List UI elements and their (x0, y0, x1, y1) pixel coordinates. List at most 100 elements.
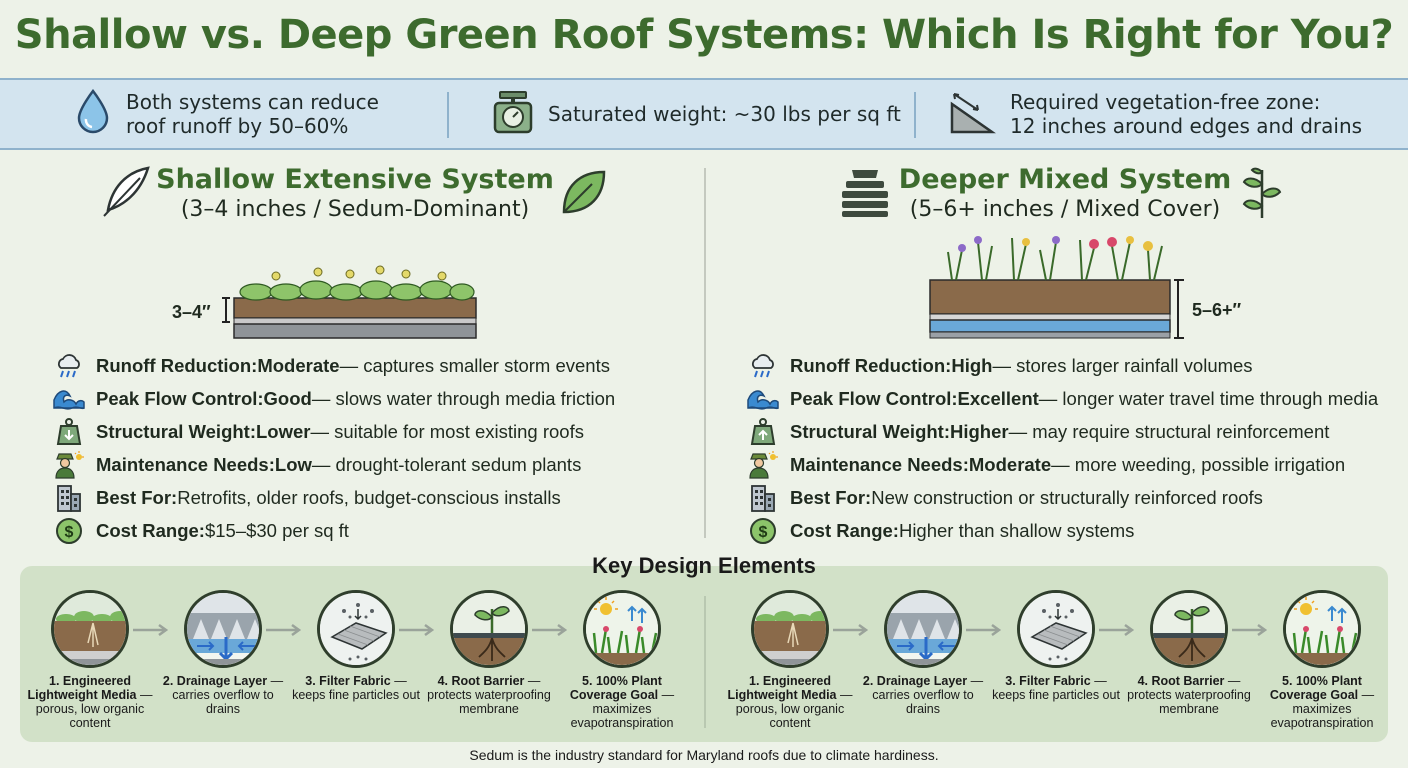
feature-description: — longer water travel time through media (1038, 388, 1379, 409)
feature-label: Maintenance Needs: (96, 454, 275, 475)
deep-subtitle: (5–6+ inches / Mixed Cover) (909, 197, 1221, 222)
design-step-head: 1. Engineered Lightweight Media (727, 674, 837, 702)
banner-runoff-line2: roof runoff by 50–60% (126, 114, 349, 138)
feature-value: Lower (256, 421, 311, 442)
design-step-body: — carries overflow to drains (872, 674, 984, 716)
banner-item-weight: Saturated weight: ~30 lbs per sq ft (492, 80, 901, 148)
arrow-right-icon (532, 623, 568, 637)
design-step: 2. Drainage Layer — carries overflow to … (858, 590, 988, 716)
design-step-body: — protects waterproofing membrane (1127, 674, 1251, 716)
drainage-layer-icon (884, 590, 962, 668)
deep-cross-section (929, 236, 1184, 339)
water-drop-icon (76, 88, 116, 140)
design-step: 2. Drainage Layer — carries overflow to … (158, 590, 288, 716)
footnote: Sedum is the industry standard for Maryl… (469, 747, 939, 763)
feature-label: Peak Flow Control: (96, 388, 264, 409)
feature-row: Runoff Reduction: Moderate — captures sm… (52, 351, 610, 381)
stacked-layers-icon (838, 166, 892, 223)
design-step-head: 3. Filter Fabric (305, 674, 391, 688)
feature-row: $ Cost Range: Higher than shallow systems (746, 516, 1134, 546)
feature-description: — stores larger rainfall volumes (992, 355, 1253, 376)
dollar-icon: $ (746, 516, 780, 546)
design-step: 1. Engineered Lightweight Media — porous… (725, 590, 855, 730)
arrow-right-icon (399, 623, 435, 637)
arrow-right-icon (833, 623, 869, 637)
design-step-head: 4. Root Barrier (1137, 674, 1225, 688)
feature-label: Peak Flow Control: (790, 388, 958, 409)
design-step: 3. Filter Fabric — keeps fine particles … (991, 590, 1121, 702)
design-step-head: 1. Engineered Lightweight Media (27, 674, 137, 702)
design-step-body: — maximizes evapotranspiration (1270, 688, 1375, 730)
feature-row: Maintenance Needs: Moderate — more weedi… (746, 450, 1345, 480)
shallow-cross-section (222, 265, 477, 339)
design-step: 4. Root Barrier — protects waterproofing… (424, 590, 554, 716)
feature-value: Low (274, 454, 312, 475)
feature-label: Structural Weight: (790, 421, 950, 442)
banner-divider (914, 92, 916, 138)
design-step: 5. 100% Plant Coverage Goal — maximizes … (1257, 590, 1387, 730)
banner-item-vegetation-free: Required vegetation-free zone:12 inches … (948, 80, 1362, 148)
feature-label: Best For: (790, 487, 872, 508)
design-step-body: — keeps fine particles out (292, 674, 420, 702)
feature-label: Cost Range: (96, 520, 205, 541)
design-step-body: — maximizes evapotranspiration (570, 688, 675, 730)
feature-description: — suitable for most existing roofs (310, 421, 584, 442)
arrow-right-icon (1232, 623, 1268, 637)
design-step-caption: 3. Filter Fabric — keeps fine particles … (291, 674, 421, 702)
page-title: Shallow vs. Deep Green Roof Systems: Whi… (14, 12, 1394, 58)
design-step-head: 3. Filter Fabric (1005, 674, 1091, 688)
svg-text:$: $ (759, 524, 768, 541)
feature-value: High (951, 355, 993, 376)
feature-value: Higher (950, 421, 1009, 442)
dollar-icon: $ (52, 516, 86, 546)
deep-header: Deeper Mixed System (5–6+ inches / Mixed… (880, 164, 1250, 222)
plant-coverage-icon (583, 590, 661, 668)
scale-icon (492, 90, 538, 139)
banner-divider (447, 92, 449, 138)
design-step-head: 4. Root Barrier (437, 674, 525, 688)
design-step-caption: 3. Filter Fabric — keeps fine particles … (991, 674, 1121, 702)
design-step: 5. 100% Plant Coverage Goal — maximizes … (557, 590, 687, 730)
drainage-layer-icon (184, 590, 262, 668)
feature-label: Maintenance Needs: (790, 454, 969, 475)
design-step-caption: 5. 100% Plant Coverage Goal — maximizes … (1257, 674, 1387, 730)
feature-row: Peak Flow Control: Good — slows water th… (52, 384, 615, 414)
design-step-caption: 1. Engineered Lightweight Media — porous… (25, 674, 155, 730)
arrow-right-icon (133, 623, 169, 637)
rain-cloud-icon (52, 351, 86, 381)
feature-description: — slows water through media friction (311, 388, 616, 409)
feature-value: Excellent (957, 388, 1039, 409)
filter-fabric-icon (317, 590, 395, 668)
design-step-head: 5. 100% Plant Coverage Goal (569, 674, 662, 702)
building-icon (746, 483, 780, 513)
feature-label: Runoff Reduction: (96, 355, 258, 376)
design-step-head: 2. Drainage Layer (162, 674, 268, 688)
feature-label: Cost Range: (790, 520, 899, 541)
gardener-icon (52, 450, 86, 480)
design-step-caption: 2. Drainage Layer — carries overflow to … (858, 674, 988, 716)
plant-coverage-icon (1283, 590, 1361, 668)
feature-label: Structural Weight: (96, 421, 256, 442)
svg-text:$: $ (65, 524, 74, 541)
wave-icon (746, 384, 780, 414)
media-layer-icon (51, 590, 129, 668)
feature-value: Moderate (968, 454, 1052, 475)
design-step-body: — porous, low organic content (35, 688, 153, 730)
filter-fabric-icon (1017, 590, 1095, 668)
root-barrier-icon (1150, 590, 1228, 668)
banner-weight-text: Saturated weight: ~30 lbs per sq ft (548, 102, 901, 126)
arrow-right-icon (966, 623, 1002, 637)
feature-description: — captures smaller storm events (339, 355, 610, 376)
feature-description: Retrofits, older roofs, budget-conscious… (177, 487, 561, 508)
design-step-caption: 4. Root Barrier — protects waterproofing… (424, 674, 554, 716)
rain-cloud-icon (746, 351, 780, 381)
feature-row: Best For: Retrofits, older roofs, budget… (52, 483, 561, 513)
feature-description: $15–$30 per sq ft (204, 520, 349, 541)
column-divider (704, 168, 706, 538)
feature-description: Higher than shallow systems (898, 520, 1135, 541)
design-step-head: 5. 100% Plant Coverage Goal (1269, 674, 1362, 702)
design-step-caption: 5. 100% Plant Coverage Goal — maximizes … (557, 674, 687, 730)
feature-label: Best For: (96, 487, 178, 508)
